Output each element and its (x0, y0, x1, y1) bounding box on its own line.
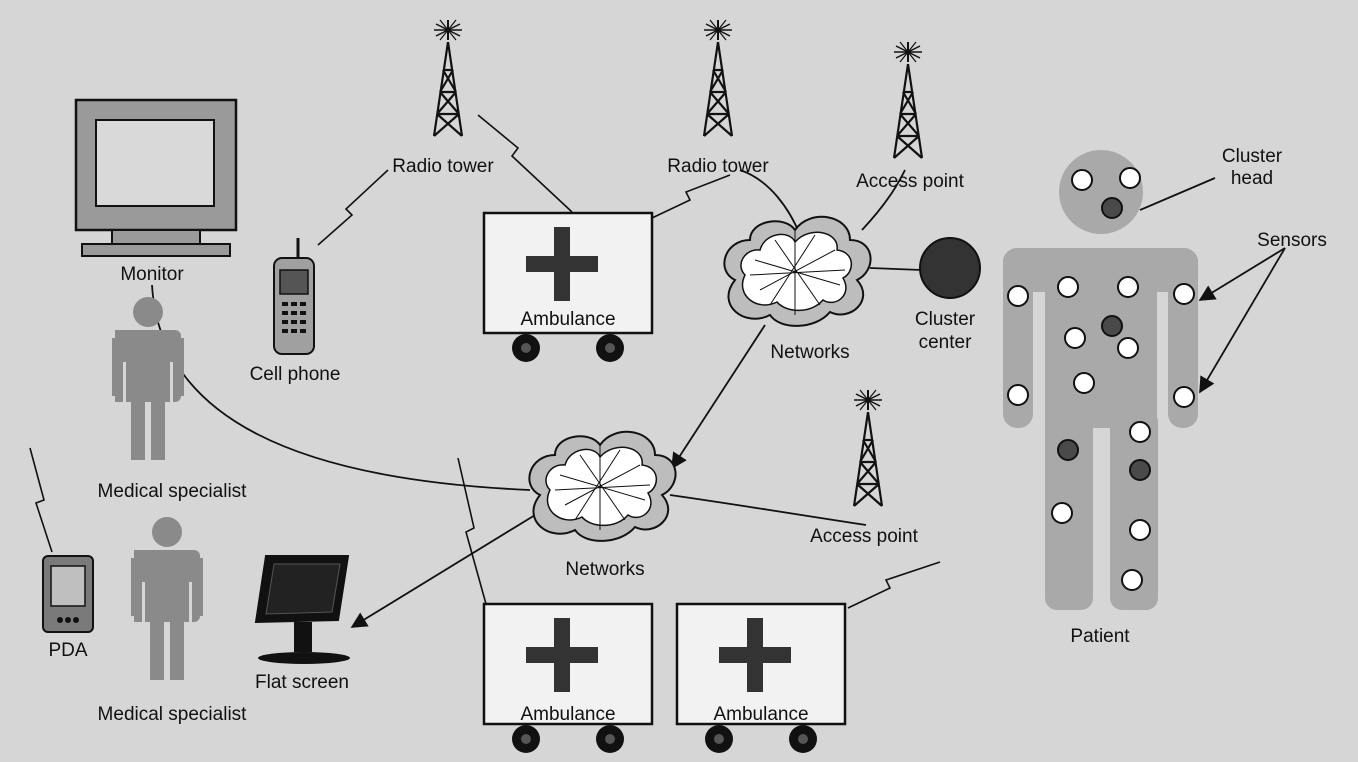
sensor-icon (1064, 327, 1086, 349)
pda-label: PDA (48, 640, 87, 661)
sensor-icon (1073, 372, 1095, 394)
sensor-icon (1121, 569, 1143, 591)
person-icon (131, 517, 203, 680)
sensor-icon (1119, 167, 1141, 189)
sensor-icon (1129, 421, 1151, 443)
sensor-icon (1071, 169, 1093, 191)
radio-tower-icon (432, 18, 464, 138)
cluster-center-node (919, 237, 981, 299)
medical-specialist-label-1: Medical specialist (98, 481, 248, 502)
sensor-icon (1057, 276, 1079, 298)
access-point-label-1: Access point (856, 171, 964, 192)
sensor-icon (1173, 386, 1195, 408)
access-point-label-2: Access point (810, 526, 918, 547)
sensor-icon (1007, 384, 1029, 406)
connection-lines (151, 169, 1286, 628)
patient-label: Patient (1070, 626, 1130, 647)
sensor-pointer-1 (1198, 247, 1286, 301)
link-network-flat-screen (350, 511, 541, 628)
sensor-icon (1007, 285, 1029, 307)
patient-figure (1003, 150, 1198, 610)
link-networks (671, 324, 766, 470)
patient-head (1059, 150, 1143, 234)
cell-phone-icon (273, 238, 315, 355)
pda-icon (42, 555, 94, 633)
radio-tower-label-2: Radio tower (667, 156, 769, 177)
sensor-icon (1173, 283, 1195, 305)
wireless-tower-ambulance (477, 114, 573, 213)
sensors-label: Sensors (1257, 230, 1327, 251)
link-network-access-point-top (861, 169, 906, 231)
sensor-icon (1101, 315, 1123, 337)
wireless-phone-tower (317, 169, 389, 246)
ambulance-label-2: Ambulance (520, 704, 615, 725)
sensor-pointer-2 (1199, 247, 1286, 394)
access-point-icon (892, 40, 924, 160)
ambulance-label-1: Ambulance (520, 309, 615, 330)
sensor-icon (1117, 276, 1139, 298)
wireless-ambulance-network (457, 457, 487, 605)
ambulance-icon (482, 602, 654, 755)
wireless-pda (29, 447, 53, 553)
medical-specialist-label-2: Medical specialist (98, 704, 248, 725)
link-network-cluster-center (869, 267, 923, 271)
networks-label-1: Networks (770, 342, 849, 363)
monitor-icon (74, 98, 238, 257)
sensor-icon (1057, 439, 1079, 461)
ambulance-label-3: Ambulance (713, 704, 808, 725)
cell-phone-label: Cell phone (250, 364, 341, 385)
cluster-head-label-2: head (1231, 168, 1273, 189)
link-network-access-point (669, 494, 867, 526)
ambulance-icon (675, 602, 847, 755)
network-cloud-icon (723, 215, 872, 327)
radio-tower-icon (702, 18, 734, 138)
cluster-head-label-1: Cluster (1222, 146, 1283, 167)
radio-tower-label-1: Radio tower (392, 156, 494, 177)
wireless-links (29, 114, 941, 609)
link-monitor-network (151, 284, 531, 491)
sensor-icon (1051, 502, 1073, 524)
sensors-group (1007, 167, 1195, 591)
network-cloud-icon (528, 430, 677, 542)
flat-screen-icon (254, 555, 350, 664)
cluster-center-label-1: Cluster (915, 309, 976, 330)
sensor-icon (1117, 337, 1139, 359)
cluster-center-label-2: center (919, 332, 972, 353)
flat-screen-label: Flat screen (255, 672, 349, 693)
sensor-icon (1129, 459, 1151, 481)
access-point-icon (852, 388, 884, 508)
sensor-icon (1129, 519, 1151, 541)
person-icon (112, 297, 184, 460)
link-cluster-head (1139, 177, 1216, 211)
ambulance-icon (482, 211, 654, 364)
cluster-head-sensor-icon (1101, 197, 1123, 219)
networks-label-2: Networks (565, 559, 644, 580)
monitor-label: Monitor (120, 264, 184, 285)
wireless-ambulance-tower (651, 174, 731, 219)
wireless-ambulance-access-point (847, 561, 941, 609)
